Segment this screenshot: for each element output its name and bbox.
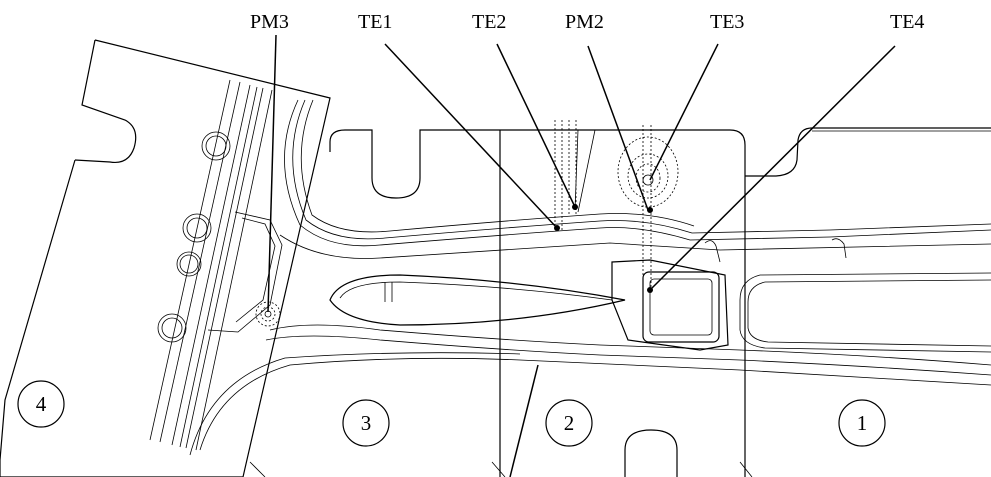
section-callout-1: 1 — [838, 399, 886, 447]
section-callout-3: 3 — [342, 399, 390, 447]
section-callout-4: 4 — [17, 380, 65, 428]
label-te4: TE4 — [890, 11, 924, 33]
part-channel — [189, 99, 991, 456]
label-te1: TE1 — [358, 11, 392, 33]
label-pm3: PM3 — [250, 11, 289, 33]
svg-text:2: 2 — [564, 411, 575, 435]
block-section-4 — [0, 39, 331, 477]
bolt-4 — [157, 313, 187, 343]
te2-point — [572, 204, 578, 210]
svg-text:3: 3 — [361, 411, 372, 435]
section-callout-2: 2 — [545, 399, 593, 447]
sensor-projection-lines — [554, 120, 652, 290]
te1-point — [554, 225, 560, 231]
block-section-1 — [744, 127, 991, 477]
block-section-3 — [329, 129, 500, 199]
label-pm2: PM2 — [565, 11, 604, 33]
bolt-3 — [176, 251, 202, 277]
bottom-edge-detail — [249, 461, 753, 477]
bolt-2 — [182, 213, 212, 243]
block-section-2 — [499, 129, 746, 477]
label-te3: TE3 — [710, 11, 744, 33]
label-te2: TE2 — [472, 11, 506, 33]
te3-pm2-sensor-cluster — [617, 136, 679, 213]
svg-text:1: 1 — [857, 411, 868, 435]
svg-text:4: 4 — [36, 392, 47, 416]
te4-point — [647, 287, 653, 293]
leader-lines — [267, 34, 896, 477]
